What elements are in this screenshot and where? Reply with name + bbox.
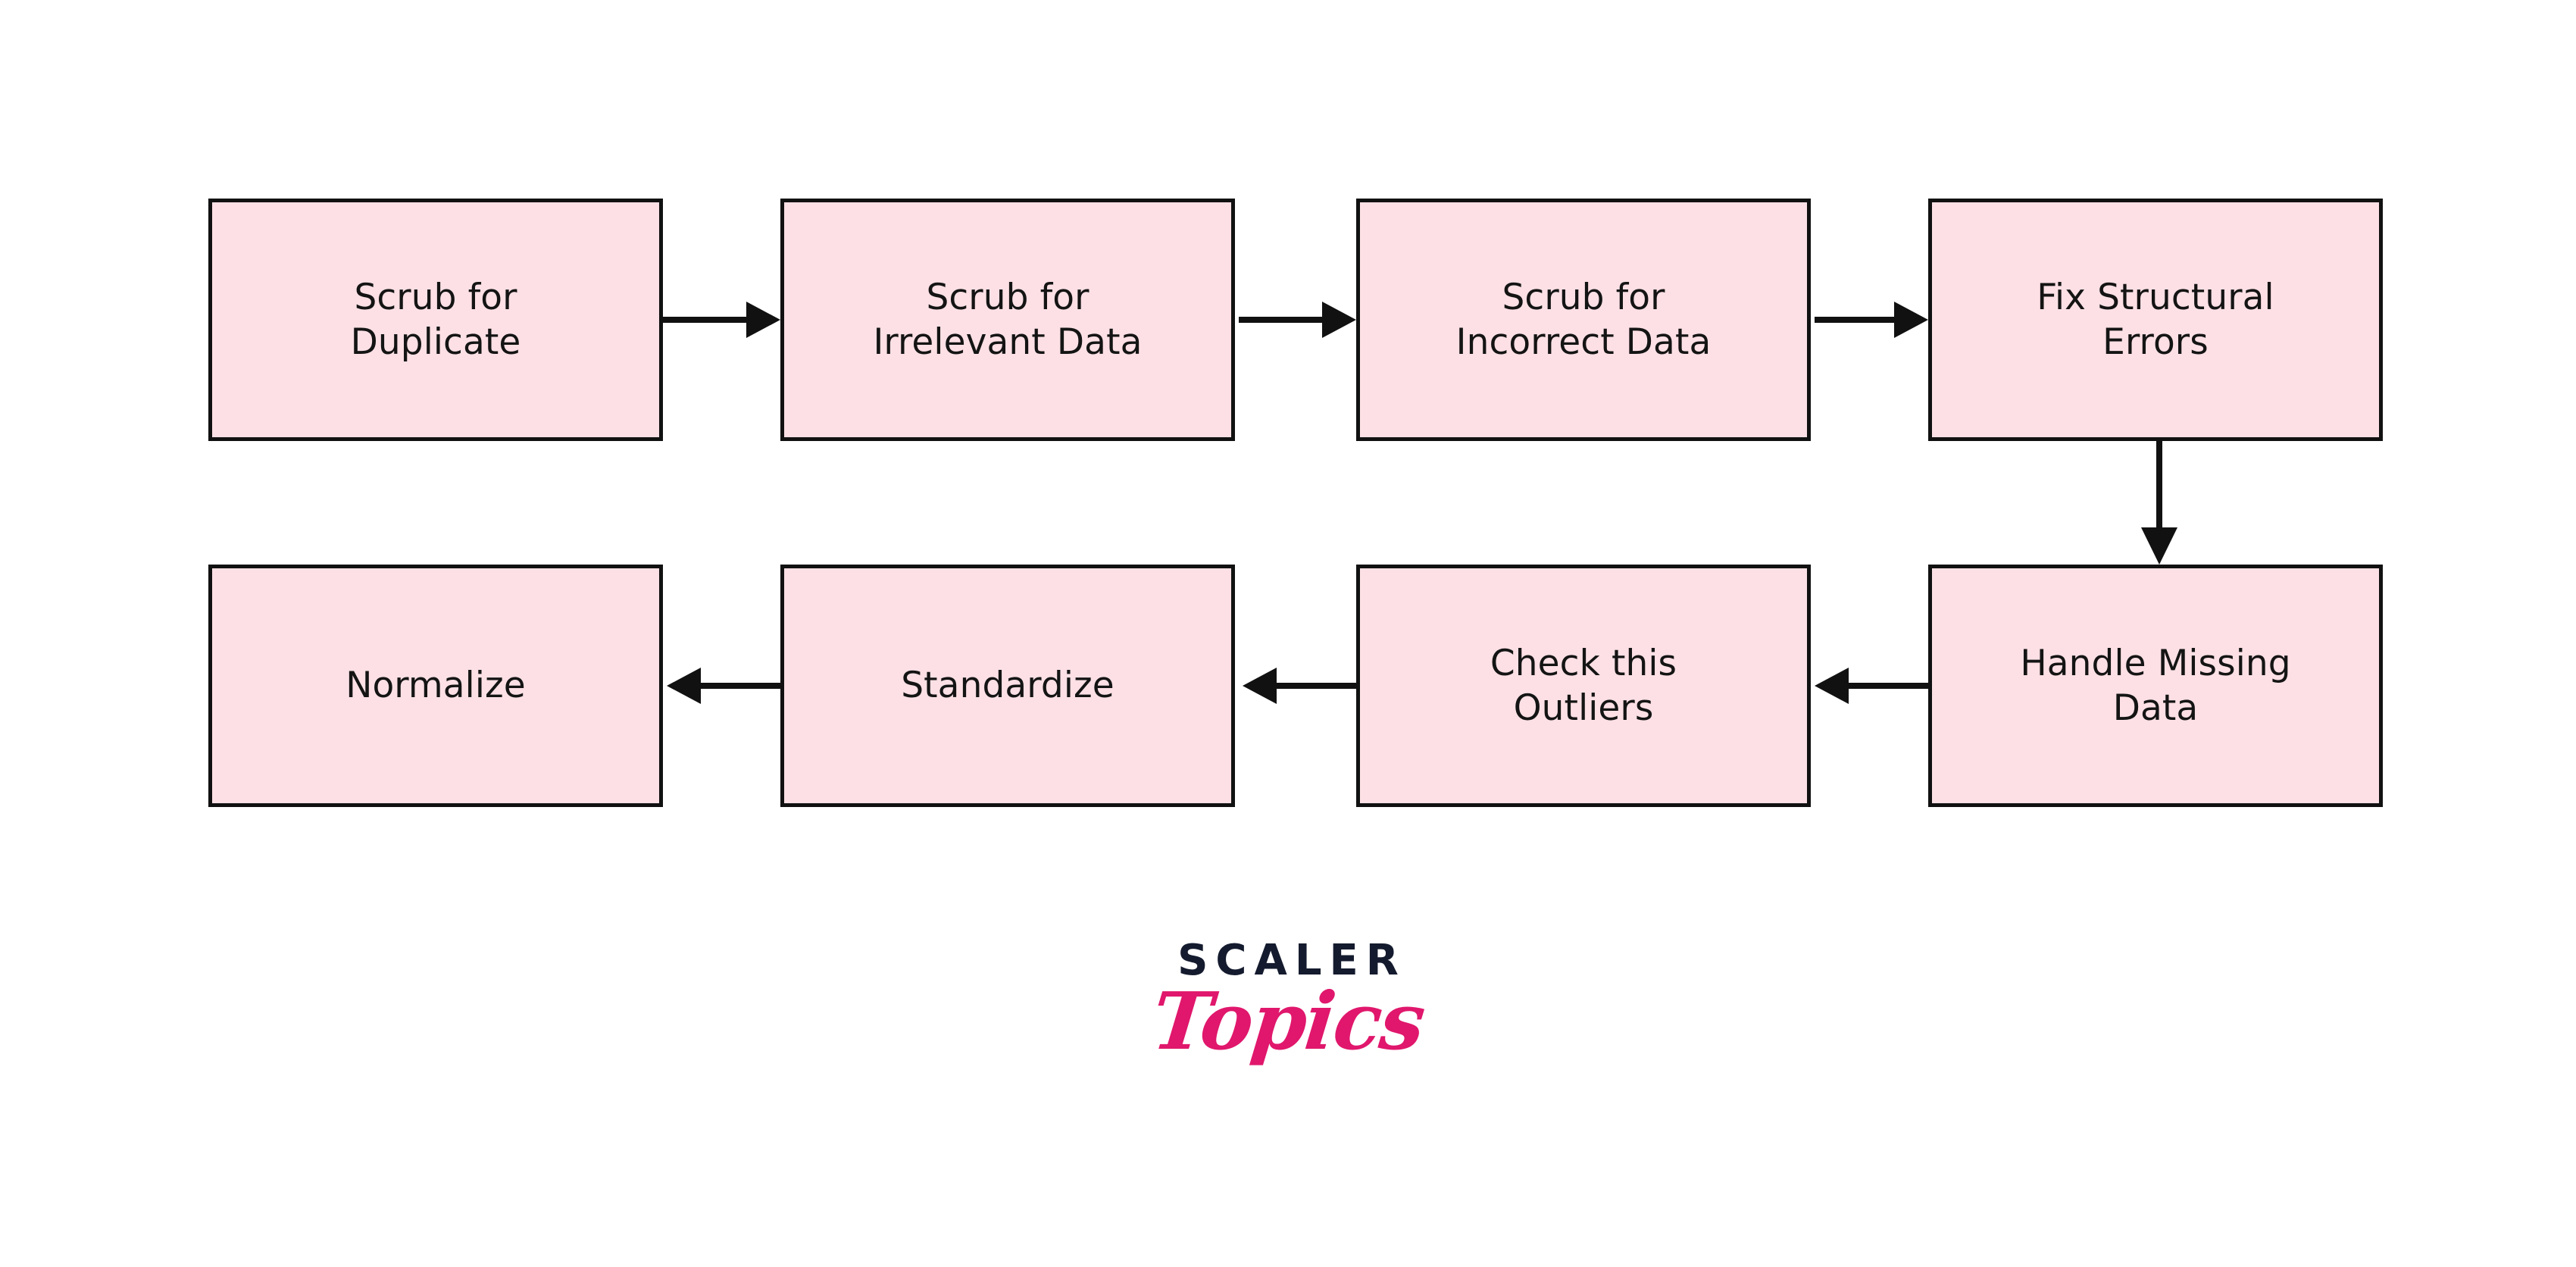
flow-node-scrub-for-duplicate[interactable]: Scrub for Duplicate: [208, 199, 663, 441]
flow-node-label: Check this Outliers: [1490, 642, 1677, 729]
flow-node-fix-structural-errors[interactable]: Fix Structural Errors: [1928, 199, 2383, 441]
arrow-left-icon-node6-to-node7: [1239, 663, 1356, 709]
scaler-topics-logo: SCALER Topics: [0, 936, 2576, 1068]
arrow-right-icon-node1-to-node2: [663, 297, 780, 343]
arrow-right-icon-node3-to-node4: [1815, 297, 1928, 343]
arrow-left-icon-node7-to-node8: [663, 663, 780, 709]
flow-node-check-this-outliers[interactable]: Check this Outliers: [1356, 565, 1811, 807]
flow-node-normalize[interactable]: Normalize: [208, 565, 663, 807]
arrow-left-icon-node5-to-node6: [1815, 663, 1928, 709]
logo-wordmark-scaler: SCALER: [1177, 936, 1406, 985]
flow-node-handle-missing-data[interactable]: Handle Missing Data: [1928, 565, 2383, 807]
flow-node-label: Scrub for Duplicate: [350, 276, 521, 363]
flow-node-label: Scrub for Incorrect Data: [1455, 276, 1712, 363]
flow-node-label: Standardize: [901, 665, 1114, 707]
flow-node-label: Fix Structural Errors: [2037, 276, 2274, 363]
arrow-right-icon-node2-to-node3: [1239, 297, 1356, 343]
logo-script-topics: Topics: [1148, 974, 1429, 1068]
flow-node-standardize[interactable]: Standardize: [780, 565, 1235, 807]
flow-node-label: Normalize: [345, 665, 526, 707]
arrow-down-icon-node4-to-node5: [2137, 441, 2182, 565]
flow-node-label: Scrub for Irrelevant Data: [873, 276, 1143, 363]
flow-node-scrub-for-irrelevant-data[interactable]: Scrub for Irrelevant Data: [780, 199, 1235, 441]
flow-node-label: Handle Missing Data: [2020, 642, 2291, 729]
flow-node-scrub-for-incorrect-data[interactable]: Scrub for Incorrect Data: [1356, 199, 1811, 441]
